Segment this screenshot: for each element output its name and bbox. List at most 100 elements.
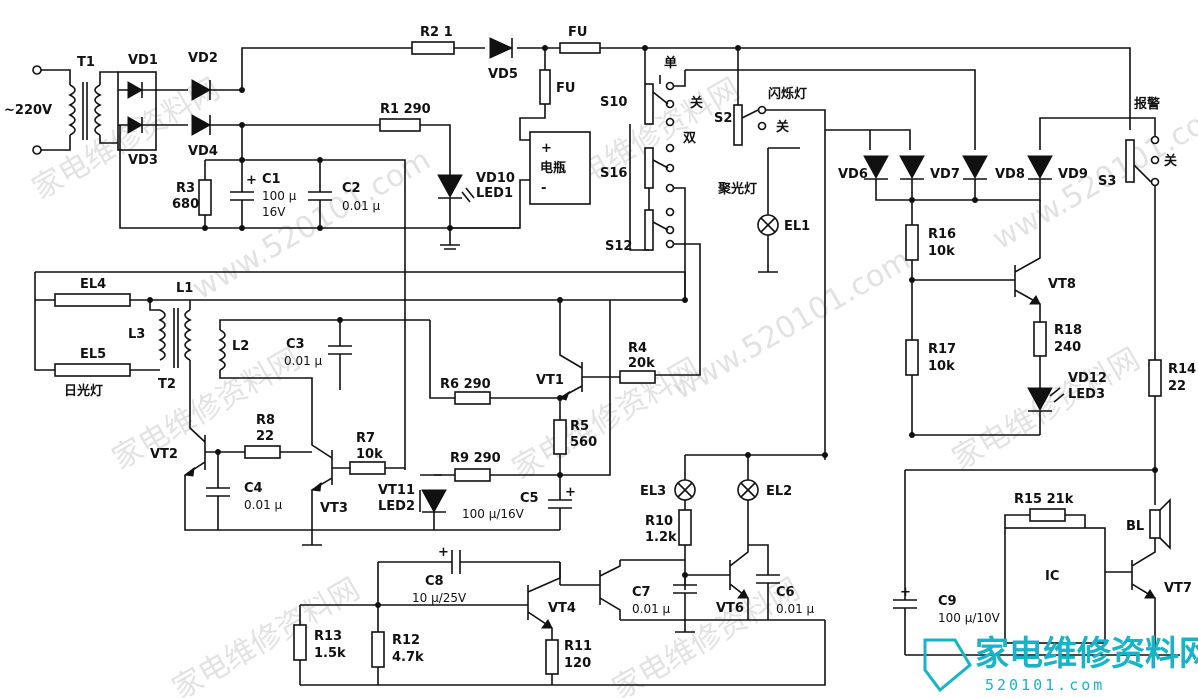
- r3-value: 680: [172, 197, 199, 212]
- vd3-label: VD3: [128, 153, 158, 168]
- capacitor-c7: C7 0.01 μ: [632, 575, 697, 620]
- t2-label: T2: [158, 377, 176, 392]
- l2-label: L2: [232, 339, 249, 354]
- lamp-el4: EL4: [54, 277, 131, 307]
- svg-text:www.520101.com: www.520101.com: [187, 142, 437, 307]
- diode-vd9: VD9: [1027, 155, 1088, 182]
- switch-s16[interactable]: [644, 147, 654, 189]
- alarm-label: 报警: [1134, 96, 1160, 112]
- vt2-label: VT2: [150, 447, 178, 462]
- c4-value: 0.01 μ: [244, 498, 283, 512]
- c3-label: C3: [286, 337, 305, 352]
- ac-input: ~220V: [4, 65, 71, 155]
- switch-s10[interactable]: [644, 83, 654, 125]
- vt7-label: VT7: [1164, 581, 1192, 596]
- r2-label: R2 1: [420, 25, 453, 40]
- vt8-label: VT8: [1048, 277, 1076, 292]
- transistor-vt2: VT2: [150, 420, 206, 477]
- el2-label: EL2: [766, 484, 792, 499]
- double-label: 双: [683, 131, 696, 146]
- c2-label: C2: [342, 181, 361, 196]
- off3-label: 关: [1164, 153, 1177, 169]
- fuse-fu-vertical: FU: [539, 69, 575, 105]
- r12-label: R12: [392, 633, 420, 648]
- svg-text:www.520101.com: www.520101.com: [667, 242, 917, 407]
- transistor-vt8: VT8: [1014, 200, 1076, 322]
- ic-chip: IC: [1004, 514, 1106, 644]
- lamp-el1: EL1: [757, 148, 810, 273]
- switch-s3[interactable]: 报警 关 S3: [1098, 96, 1177, 360]
- vd10-label: VD10: [476, 171, 515, 186]
- led-vt11: VT11 LED2: [378, 474, 447, 530]
- r14-label: R14: [1168, 362, 1196, 377]
- capacitor-c2: C2 0.01 μ: [308, 160, 381, 228]
- c1-value: 100 μ: [262, 189, 297, 203]
- capacitor-c3: C3 0.01 μ: [284, 320, 352, 390]
- r17-label: R17: [928, 342, 956, 357]
- lamp-el2: EL2: [737, 479, 792, 501]
- diode-vd3: [127, 116, 144, 134]
- r13-label: R13: [314, 629, 342, 644]
- s2-label: S2: [714, 111, 732, 126]
- resistor-r10: R10 1.2k: [645, 509, 692, 546]
- vd7-label: VD7: [930, 167, 960, 182]
- r4-value: 20k: [628, 356, 655, 371]
- resistor-r8: R8 22: [244, 413, 281, 459]
- bridge-rectifier: VD1 VD2 VD3 VD4: [117, 51, 242, 168]
- inductor-l2: L2: [218, 319, 340, 440]
- diode-vd6: VD6: [838, 155, 889, 182]
- battery: 电瓶 + -: [529, 131, 591, 205]
- svg-text:520101.com: 520101.com: [985, 676, 1105, 694]
- ac-terminal-bottom: [32, 145, 42, 155]
- resistor-r13: R13 1.5k: [293, 605, 346, 685]
- transformer-t1: T1: [68, 55, 118, 144]
- c9-plus: +: [900, 585, 911, 600]
- r14-value: 22: [1168, 379, 1186, 394]
- vt6-label: VT6: [716, 601, 744, 616]
- r7-label: R7: [356, 431, 375, 446]
- inductor-l1: L1: [176, 281, 193, 296]
- off2-label: 关: [776, 119, 789, 135]
- transistor-vt1: VT1: [536, 300, 620, 401]
- c6-value: 0.01 μ: [776, 602, 815, 616]
- fuse-fu-top: FU: [559, 25, 601, 54]
- c5-label: C5: [520, 491, 539, 506]
- capacitor-c6: C6 0.01 μ: [748, 544, 815, 620]
- off1-label: 关: [690, 95, 703, 111]
- r18-label: R18: [1054, 323, 1082, 338]
- c9-label: C9: [938, 594, 957, 609]
- c3-value: 0.01 μ: [284, 354, 323, 368]
- diode-vd5: VD5: [488, 37, 518, 82]
- vd8-label: VD8: [995, 167, 1025, 182]
- vt1-label: VT1: [536, 373, 564, 388]
- switch-s12[interactable]: [644, 209, 654, 251]
- watermark-logo: 家电维修资料网 520101.com: [923, 634, 1198, 694]
- transistor-vt6: VT6: [685, 540, 749, 620]
- transformer-t2: L3 T2: [128, 300, 192, 420]
- resistor-r14: R14 22: [1148, 359, 1196, 397]
- vd2-label: VD2: [188, 51, 218, 66]
- c9-value: 100 μ/10V: [938, 611, 1001, 625]
- resistor-r1: R1 290: [379, 102, 431, 132]
- r5-value: 560: [570, 435, 597, 450]
- diode-vd7: VD7: [899, 155, 960, 182]
- resistor-r18: R18 240: [1033, 321, 1082, 357]
- vd1-label: VD1: [128, 53, 158, 68]
- resistor-r11: R11 120: [545, 639, 592, 675]
- r5-label: R5: [570, 419, 589, 434]
- transistor-vt7: VT7: [1105, 538, 1192, 645]
- c7-label: C7: [632, 585, 651, 600]
- s12-label: S12: [605, 239, 632, 254]
- transistor-vt4: VT4: [527, 562, 576, 640]
- switch-s2[interactable]: S2 闪烁灯 关 聚光灯: [714, 48, 826, 460]
- c4-label: C4: [244, 481, 263, 496]
- el1-label: EL1: [784, 219, 810, 234]
- capacitor-c5: + C5 100 μ/16V: [462, 475, 576, 530]
- c5-value: 100 μ/16V: [462, 507, 525, 521]
- fluor-label: 日光灯: [64, 383, 103, 399]
- diode-vd8: VD8: [962, 155, 1025, 182]
- c2-value: 0.01 μ: [342, 199, 381, 213]
- ac-voltage-label: ~220V: [4, 103, 52, 118]
- diode-vd1: [127, 81, 144, 99]
- r4-label: R4: [628, 341, 647, 356]
